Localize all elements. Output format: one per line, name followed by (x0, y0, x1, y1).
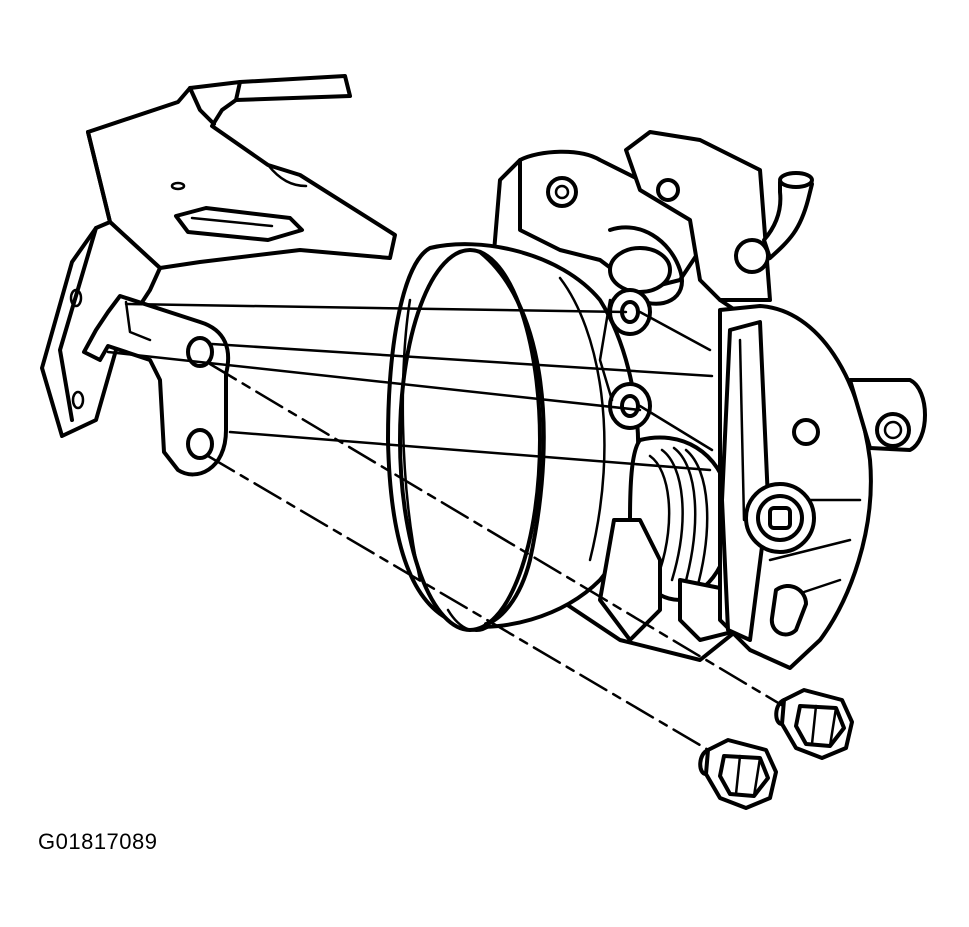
spring-coil (598, 435, 742, 642)
valve-body (518, 130, 814, 306)
bolt-lower (698, 738, 778, 810)
bolt-upper (774, 688, 854, 760)
lever-plate (718, 304, 927, 670)
alignment-leader-lines (106, 302, 792, 760)
figure-id-label: G01817089 (38, 829, 158, 854)
mounting-bracket (40, 74, 397, 477)
